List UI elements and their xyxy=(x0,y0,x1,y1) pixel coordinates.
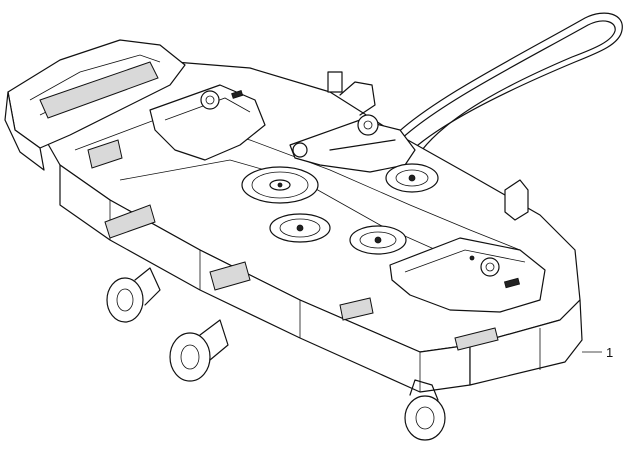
caster-wheel-front-right xyxy=(404,379,446,441)
bracket-right xyxy=(504,179,529,221)
caster-wheel-front-center xyxy=(169,319,229,382)
idler-assembly xyxy=(289,71,416,173)
pulley-center xyxy=(241,166,319,204)
brand-decal-front xyxy=(104,204,156,239)
callout-1: 1 xyxy=(582,345,613,360)
warning-decal-front xyxy=(209,261,251,291)
brand-decal-right xyxy=(454,327,499,351)
left-spindle-cover xyxy=(149,84,266,161)
pulley-left xyxy=(269,213,331,243)
right-spindle-cover xyxy=(389,237,546,313)
callout-label: 1 xyxy=(606,345,613,360)
drive-belt xyxy=(391,12,623,151)
warning-decal-left xyxy=(87,139,123,169)
pulley-idler xyxy=(385,163,439,193)
discharge-hood xyxy=(4,39,186,171)
caster-wheel-front-left xyxy=(106,267,161,323)
warning-decal-right xyxy=(339,297,374,321)
pulley-right xyxy=(349,225,407,255)
